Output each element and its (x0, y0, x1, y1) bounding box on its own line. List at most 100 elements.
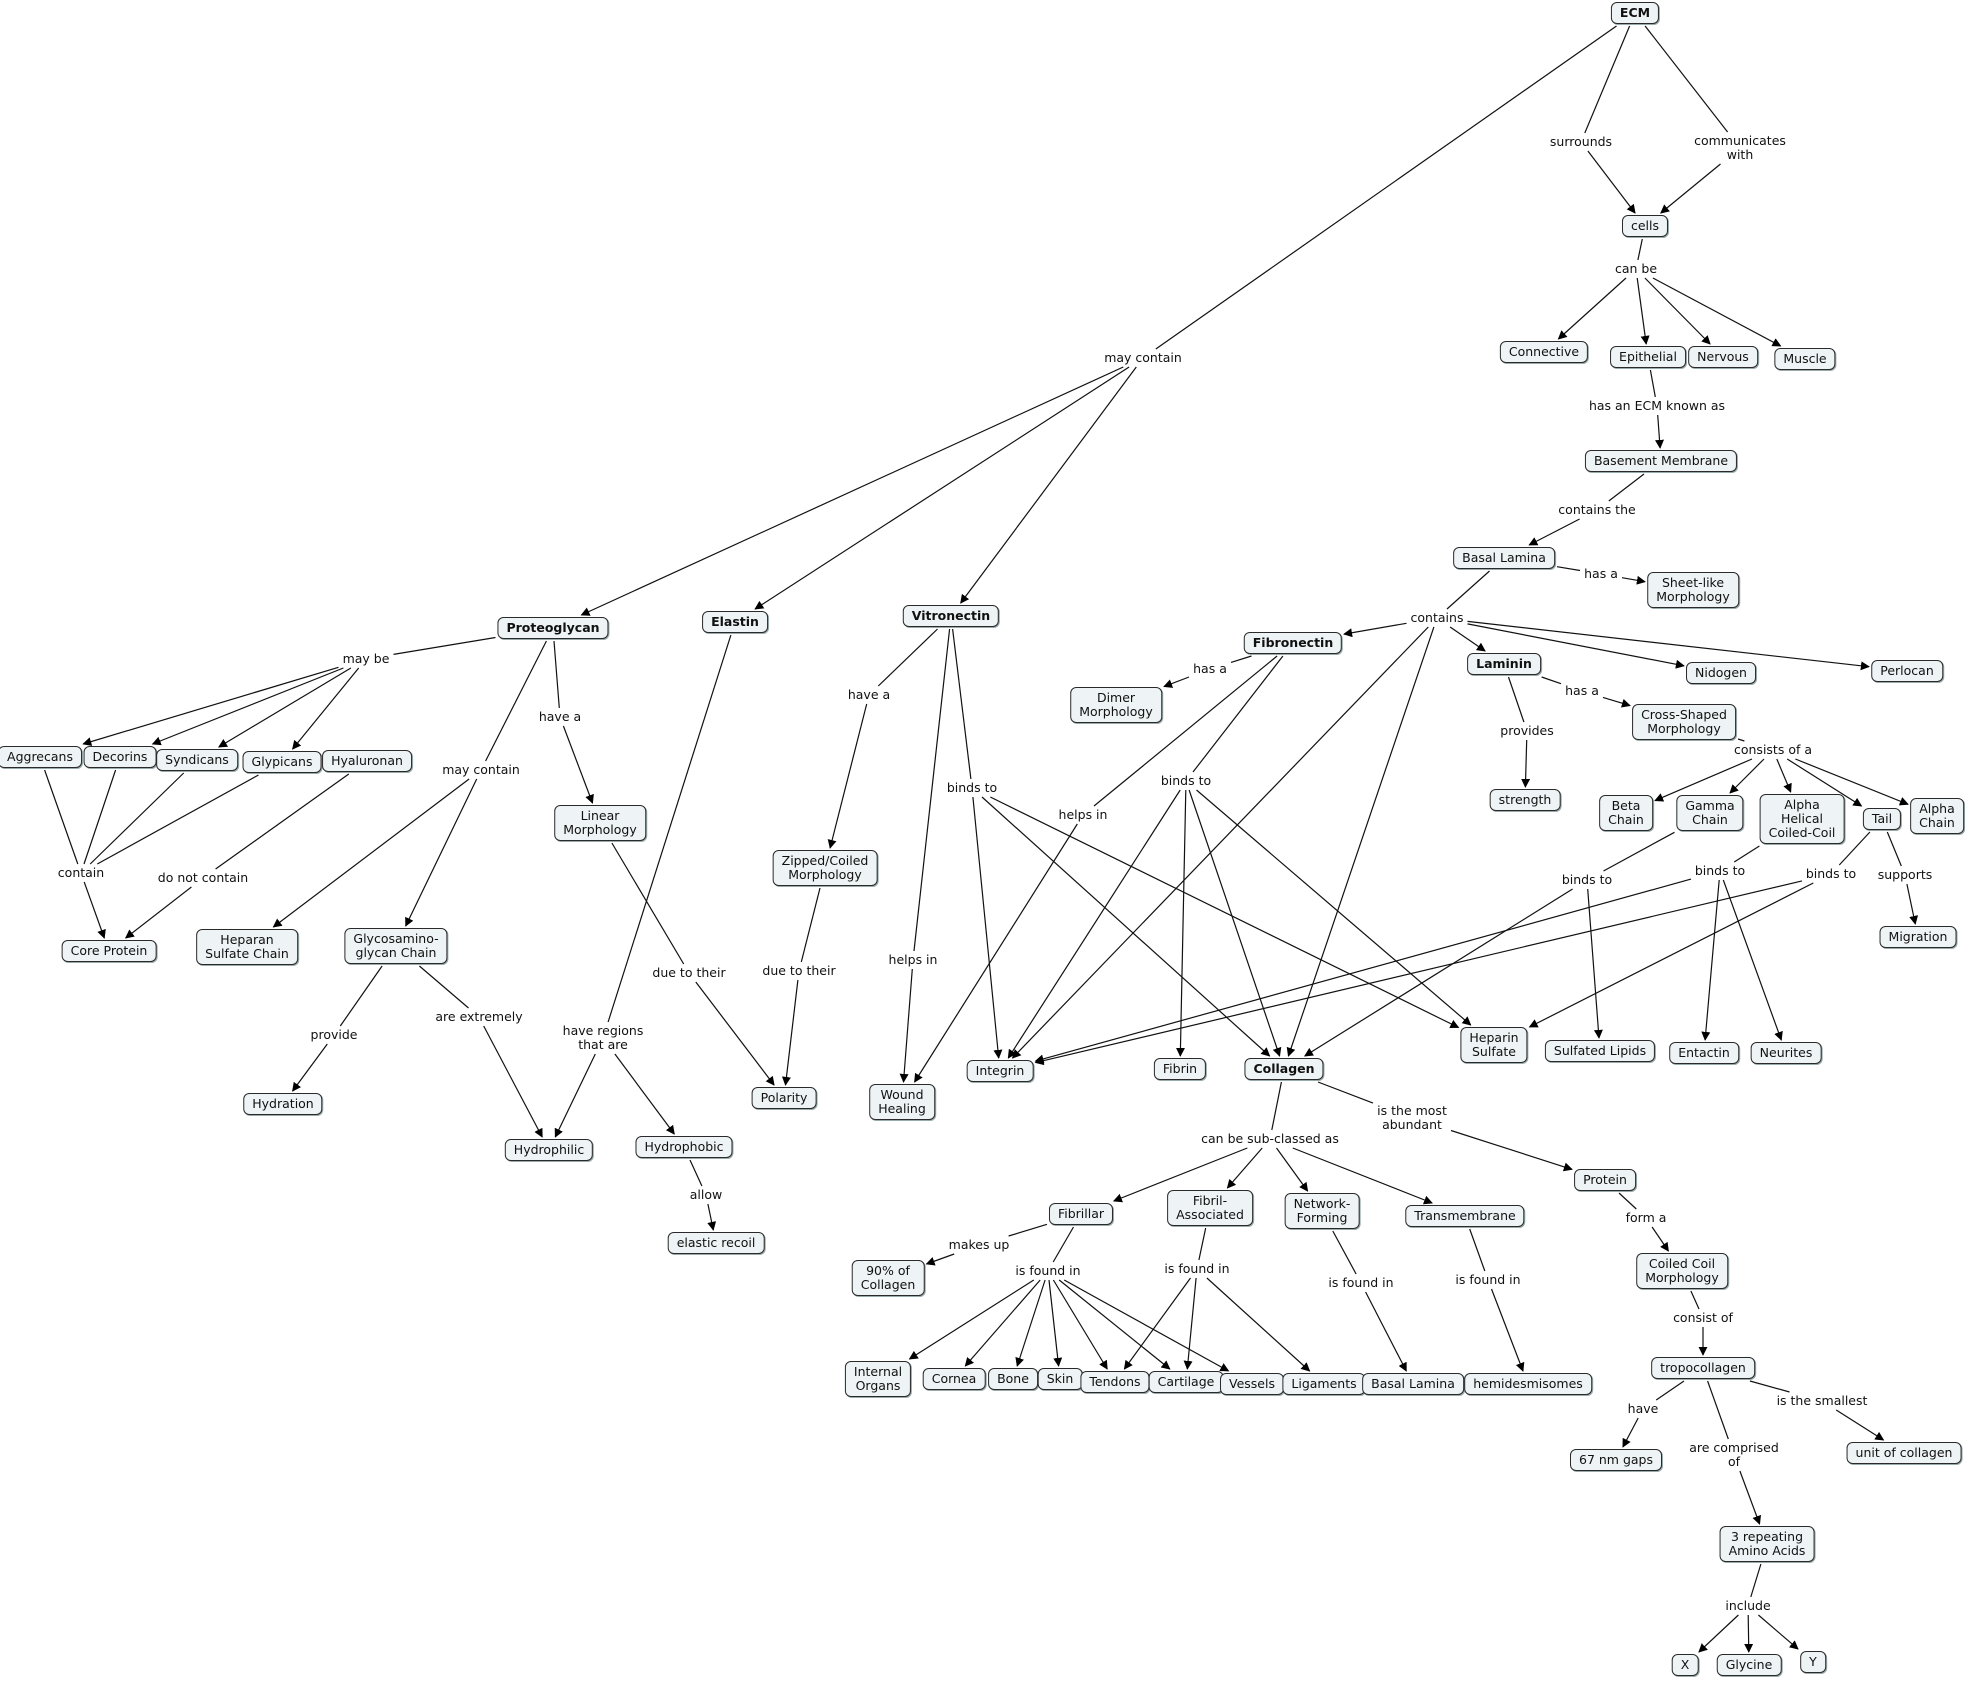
concept-fibrillar[interactable]: Fibrillar (1048, 1203, 1114, 1225)
link-label-have-regions: have regions that are (560, 1023, 646, 1052)
concept-ligaments[interactable]: Ligaments (1282, 1373, 1366, 1395)
concept-x[interactable]: X (1671, 1654, 1699, 1676)
concept-linear-morphology[interactable]: Linear Morphology (554, 805, 646, 841)
concept-muscle[interactable]: Muscle (1774, 348, 1836, 370)
link-label-is-found-in-fibrillar: is found in (1013, 1263, 1083, 1278)
concept-ninety-collagen[interactable]: 90% of Collagen (851, 1260, 925, 1296)
concept-sheet-like[interactable]: Sheet-like Morphology (1647, 572, 1739, 608)
concept-beta-chain[interactable]: Beta Chain (1599, 795, 1653, 831)
concept-cornea[interactable]: Cornea (922, 1368, 986, 1390)
connector-ecm-to-surrounds (1584, 25, 1631, 134)
connector-epithelial-to-has-ecm-known-as (1649, 369, 1656, 398)
concept-syndicans[interactable]: Syndicans (156, 749, 238, 771)
concept-polarity[interactable]: Polarity (751, 1087, 817, 1109)
concept-glypicans[interactable]: Glypicans (242, 751, 322, 773)
concept-cells[interactable]: cells (1621, 215, 1669, 237)
concept-network-forming[interactable]: Network- Forming (1284, 1193, 1360, 1229)
concept-glycine[interactable]: Glycine (1716, 1654, 1782, 1676)
concept-hyaluronan[interactable]: Hyaluronan (322, 750, 412, 772)
concept-migration[interactable]: Migration (1879, 926, 1957, 948)
connector-helps-in-vn-to-wound-healing (899, 968, 913, 1083)
concept-nidogen[interactable]: Nidogen (1686, 662, 1756, 684)
concept-laminin[interactable]: Laminin (1467, 653, 1541, 675)
concept-nervous[interactable]: Nervous (1688, 346, 1758, 368)
connector-ecm-to-communicates-with (1644, 25, 1729, 133)
connector-consists-of-a-to-beta-chain (1654, 758, 1753, 802)
connector-consists-of-a-to-alpha-helical (1776, 758, 1792, 793)
concept-aggrecans[interactable]: Aggrecans (0, 746, 82, 768)
concept-elastic-recoil[interactable]: elastic recoil (667, 1232, 765, 1254)
link-label-contains: contains (1408, 610, 1466, 625)
concept-neurites[interactable]: Neurites (1750, 1042, 1822, 1064)
connector-binds-to-tail-to-integrin (1034, 880, 1803, 1066)
connector-basal-lamina-to-contains (1446, 570, 1490, 610)
connector-hydrophobic-to-allow (689, 1159, 703, 1187)
concept-hemidesmisomes[interactable]: hemidesmisomes (1464, 1373, 1592, 1395)
concept-hydrophilic[interactable]: Hydrophilic (504, 1139, 594, 1161)
connector-binds-to-beta-to-collagen (1304, 888, 1573, 1057)
concept-wound-healing[interactable]: Wound Healing (869, 1084, 935, 1120)
concept-coiled-coil[interactable]: Coiled Coil Morphology (1636, 1253, 1728, 1289)
concept-strength[interactable]: strength (1489, 789, 1561, 811)
concept-elastin[interactable]: Elastin (702, 611, 768, 633)
concept-tropocollagen[interactable]: tropocollagen (1651, 1357, 1755, 1379)
concept-ecm[interactable]: ECM (1610, 2, 1660, 24)
connector-has-a-sheet-to-sheet-like (1621, 575, 1646, 585)
link-label-due-to-their-pg: due to their (650, 965, 728, 980)
concept-bone[interactable]: Bone (988, 1368, 1038, 1390)
concept-gamma-chain[interactable]: Gamma Chain (1676, 795, 1744, 831)
connector-proteoglycan-to-may-be (393, 636, 496, 655)
link-label-have-gaps: have (1625, 1401, 1661, 1416)
connector-proteoglycan-to-may-contain-pg (485, 640, 547, 762)
concept-epithelial[interactable]: Epithelial (1610, 346, 1686, 368)
concept-heparin-sulfate[interactable]: Heparin Sulfate (1460, 1027, 1528, 1063)
connector-has-ecm-known-as-to-basement-membrane (1655, 414, 1665, 449)
concept-zipped-coiled[interactable]: Zipped/Coiled Morphology (772, 850, 878, 886)
concept-basal-lamina-2[interactable]: Basal Lamina (1362, 1373, 1464, 1395)
concept-fibronectin[interactable]: Fibronectin (1243, 632, 1343, 654)
connector-contains-to-perlocan (1467, 620, 1870, 671)
connector-may-contain-pg-to-gag-chain (405, 778, 478, 927)
concept-gag-chain[interactable]: Glycosamino- glycan Chain (344, 928, 448, 964)
concept-entactin[interactable]: Entactin (1669, 1042, 1739, 1064)
concept-alpha-chain[interactable]: Alpha Chain (1910, 798, 1964, 834)
concept-core-protein[interactable]: Core Protein (61, 940, 157, 962)
concept-decorins[interactable]: Decorins (83, 746, 157, 768)
concept-connective[interactable]: Connective (1499, 341, 1589, 363)
concept-heparan-sulfate-chain[interactable]: Heparan Sulfate Chain (196, 929, 298, 965)
concept-gaps[interactable]: 67 nm gaps (1570, 1449, 1662, 1471)
concept-tail[interactable]: Tail (1862, 808, 1902, 830)
connector-fibronectin-to-helps-in-fn (1093, 655, 1278, 807)
concept-tendons[interactable]: Tendons (1080, 1371, 1150, 1393)
connector-binds-to-vn-to-collagen (981, 796, 1271, 1057)
concept-cartilage[interactable]: Cartilage (1148, 1371, 1224, 1393)
concept-hydrophobic[interactable]: Hydrophobic (635, 1136, 733, 1158)
concept-sulfated-lipids[interactable]: Sulfated Lipids (1544, 1040, 1656, 1062)
concept-cross-shaped[interactable]: Cross-Shaped Morphology (1632, 704, 1736, 740)
connector-is-found-in-tm-to-hemidesmisomes (1490, 1288, 1525, 1372)
link-label-can-be: can be (1612, 261, 1660, 276)
concept-hydration[interactable]: Hydration (243, 1093, 323, 1115)
concept-proteoglycan[interactable]: Proteoglycan (497, 617, 609, 639)
concept-unit-of-collagen[interactable]: unit of collagen (1846, 1442, 1962, 1464)
concept-dimer[interactable]: Dimer Morphology (1070, 687, 1162, 723)
concept-alpha-helical[interactable]: Alpha Helical Coiled-Coil (1759, 794, 1845, 844)
concept-collagen[interactable]: Collagen (1244, 1058, 1324, 1080)
link-label-provide: provide (308, 1027, 360, 1042)
connector-vitronectin-to-have-a-vn (877, 628, 938, 687)
concept-fibril-associated[interactable]: Fibril- Associated (1167, 1190, 1253, 1226)
concept-protein[interactable]: Protein (1574, 1169, 1636, 1191)
concept-skin[interactable]: Skin (1037, 1368, 1083, 1390)
connector-have-a-vn-to-zipped-coiled (827, 703, 868, 849)
concept-y[interactable]: Y (1800, 1651, 1826, 1673)
concept-basal-lamina[interactable]: Basal Lamina (1453, 547, 1555, 569)
concept-vessels[interactable]: Vessels (1220, 1373, 1284, 1395)
concept-fibrin[interactable]: Fibrin (1153, 1058, 1207, 1080)
concept-vitronectin[interactable]: Vitronectin (902, 605, 1000, 627)
concept-amino-acids[interactable]: 3 repeating Amino Acids (1719, 1526, 1815, 1562)
concept-perlocan[interactable]: Perlocan (1871, 660, 1943, 682)
concept-basement-membrane[interactable]: Basement Membrane (1584, 450, 1738, 472)
concept-integrin[interactable]: Integrin (966, 1060, 1034, 1082)
concept-internal-organs[interactable]: Internal Organs (844, 1361, 912, 1397)
concept-transmembrane[interactable]: Transmembrane (1405, 1205, 1525, 1227)
